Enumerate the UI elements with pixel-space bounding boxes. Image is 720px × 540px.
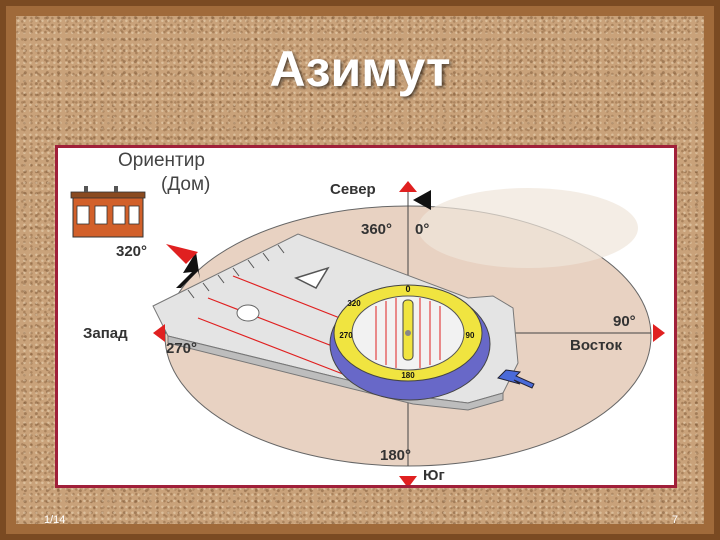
ruler-ticks (187, 244, 285, 299)
north-black-arrow (413, 190, 431, 210)
south-red-arrow (399, 476, 417, 488)
north-label: Север (330, 181, 376, 198)
diagram-panel: 0 320 270 90 180 Ориентир (Дом) (55, 145, 677, 488)
west-red-arrow (153, 324, 165, 342)
landmark-label-line1: Ориентир (118, 150, 205, 171)
plate-arrow-triangle (294, 266, 330, 289)
dial-label-180: 180 (401, 371, 415, 380)
north-red-arrow (399, 181, 417, 192)
dial-label-320: 320 (347, 299, 361, 308)
south-label: Юг (423, 467, 445, 484)
plate-pointer-arrow (176, 252, 200, 288)
degree-360-label: 360° (361, 221, 392, 238)
dial-label-270: 270 (339, 331, 353, 340)
degree-0-label: 0° (415, 221, 429, 238)
east-red-arrow (653, 324, 665, 342)
slide-counter: 1/14 (44, 514, 66, 526)
west-label: Запад (83, 325, 128, 342)
east-label: Восток (570, 337, 622, 354)
degree-270-label: 270° (166, 340, 197, 357)
dial-label-0: 0 (405, 284, 410, 294)
degree-90-label: 90° (613, 313, 636, 330)
light-patch (418, 188, 638, 268)
house-icon (70, 186, 146, 238)
dial-red-lines (375, 298, 441, 368)
landmark-label-line2: (Дом) (161, 174, 210, 195)
rotation-arrow-icon (497, 369, 535, 389)
slide-title: Азимут (269, 41, 451, 97)
azimuth-diagram: 0 320 270 90 180 Ориентир (Дом) (70, 150, 665, 488)
azimuth-320-arrow (166, 244, 198, 264)
dial-label-90: 90 (466, 331, 475, 340)
degree-180-label: 180° (380, 447, 411, 464)
page-number: 7 (671, 514, 678, 526)
plate-hole (236, 304, 260, 322)
needle-pivot (405, 330, 411, 336)
degree-320-label: 320° (116, 243, 147, 260)
